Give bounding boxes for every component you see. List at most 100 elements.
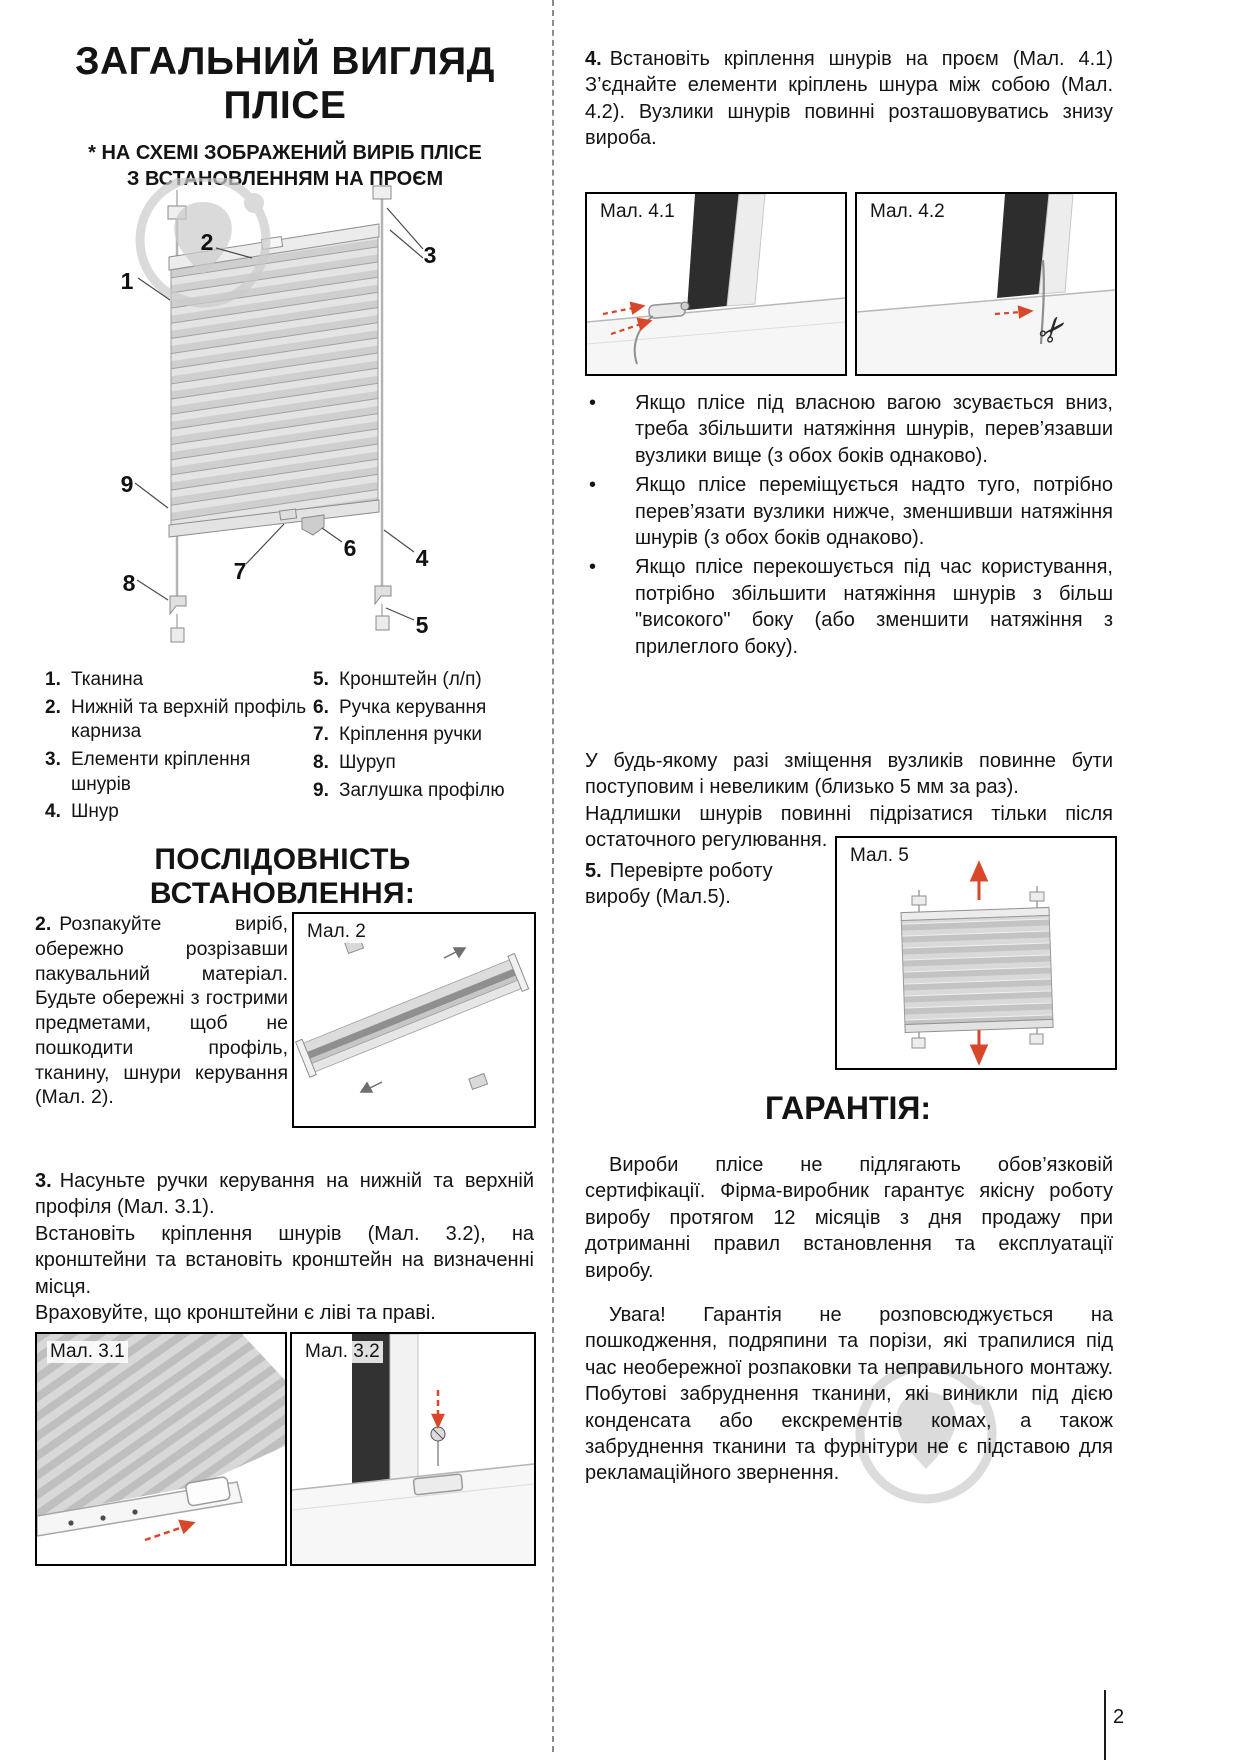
bottom-bracket-left [911, 1037, 926, 1049]
step3-paragraph: 3.Насуньте ручки керування на нижній та … [35, 1168, 534, 1326]
screw-icon [430, 1426, 446, 1466]
figure-4-1: Мал. 4.1 [585, 192, 847, 376]
figure-4-2: ✂ Мал. 4.2 [855, 192, 1117, 376]
pleated-fabric [37, 1334, 285, 1516]
pleated-fabric [170, 236, 379, 526]
bullet-marker: • [589, 474, 597, 497]
window-glass-edge [997, 194, 1049, 298]
fig5-label: Мал. 5 [847, 845, 912, 867]
note-line1: У будь-якому разі зміщення вузликів пови… [585, 750, 1113, 799]
figure-3-1: Мал. 3.1 [35, 1332, 287, 1566]
warranty-paragraph-1: Вироби плісе не підлягають обов’язковій … [585, 1154, 1113, 1282]
step3-text3: Враховуйте, що кронштейни є ліві та прав… [35, 1301, 436, 1324]
adjustment-bullet-list: • Якщо плісе під власною вагою зсуваєтьс… [585, 390, 1113, 663]
screw-icon [680, 301, 690, 311]
top-bracket-right [1029, 891, 1045, 902]
step5-paragraph: 5.Перевірте роботу виробу (Мал.5). [585, 858, 790, 911]
page-title-line1: ЗАГАЛЬНИЙ ВИГЛЯД [75, 40, 495, 83]
callout-5: 5 [416, 612, 429, 638]
step5-text: Перевірте роботу виробу (Мал.5). [585, 860, 773, 909]
callout-6: 6 [344, 535, 357, 561]
window-sill [857, 290, 1115, 374]
top-bracket-left [911, 895, 927, 906]
legend-item-3: 3. Елементи кріплення шнурів [45, 749, 251, 795]
legend-column-1: 1. Тканина 2. Нижній та верхній профіль … [45, 668, 313, 828]
watermark-ring [855, 1362, 997, 1504]
window-sill [292, 1464, 534, 1564]
callout-9: 9 [121, 471, 134, 497]
page-subtitle-line1: * НА СХЕМІ ЗОБРАЖЕНИЙ ВИРІБ ПЛІСЕ [88, 142, 482, 164]
warranty-paragraph-2: Увага! Гарантія не розповсюджується на п… [585, 1304, 1113, 1485]
warranty-heading: ГАРАНТІЯ: [764, 1090, 932, 1126]
folded-blind [294, 952, 530, 1078]
legend-item-1: 1. Тканина [45, 669, 144, 690]
fig41-illustration [587, 194, 845, 374]
fig2-label: Мал. 2 [304, 921, 369, 943]
brand-watermark-bottom [855, 1362, 997, 1504]
bottom-bracket-right [1029, 1033, 1044, 1045]
callout-1: 1 [121, 268, 134, 294]
step4-text: Встановіть кріплення шнурів на проєм (Ма… [585, 48, 1113, 150]
window-frame-face [726, 194, 766, 307]
fig2-illustration [294, 914, 534, 1126]
window-frame-dark [352, 1334, 390, 1488]
step5-number: 5. [585, 860, 602, 882]
step2-paragraph: 2.Розпакуйте виріб, обережно розрізавши … [35, 912, 288, 1110]
page-title: ЗАГАЛЬНИЙ ВИГЛЯД ПЛІСЕ [35, 40, 535, 127]
footer-rule [1104, 1690, 1106, 1760]
bullet-item-2: • Якщо плісе переміщується надто туго, п… [585, 472, 1113, 551]
fig32-label: Мал. 3.2 [302, 1341, 383, 1363]
callout-lines [134, 207, 424, 621]
control-handle [301, 514, 325, 536]
legend-item-8: 8. Шуруп [313, 752, 396, 774]
bottom-brackets [169, 585, 392, 643]
fig42-label: Мал. 4.2 [867, 201, 948, 223]
step2-text: Розпакуйте виріб, обережно розрізавши па… [35, 913, 288, 1109]
screw-arrow [431, 1390, 445, 1430]
fig32-illustration [292, 1334, 534, 1564]
fig31-label: Мал. 3.1 [47, 1341, 128, 1363]
fig31-illustration [37, 1334, 285, 1564]
brand-watermark-top [135, 178, 271, 308]
installation-sequence-heading: ПОСЛІДОВНІСТЬ ВСТАНОВЛЕННЯ: [149, 843, 416, 910]
blinds-overview-diagram: 1 2 3 4 5 6 7 8 9 [121, 178, 437, 643]
legend: 1. Тканина 2. Нижній та верхній профіль … [45, 668, 537, 828]
legend-item-6: 6. Ручка керування [313, 696, 487, 718]
watermark-dot [968, 1385, 988, 1405]
legend-item-2: 2. Нижній та верхній профіль карниза [45, 696, 307, 743]
step4-number: 4. [585, 48, 602, 70]
step3-line1: 3.Насуньте ручки керування на нижній та … [35, 1168, 534, 1221]
pointer-arrow [994, 305, 1034, 319]
pointer-arrows [602, 301, 653, 336]
callout-8: 8 [123, 570, 136, 596]
mini-blind [900, 906, 1054, 1034]
knots-note-paragraph: У будь-якому разі зміщення вузликів пови… [585, 748, 1113, 854]
callout-3: 3 [424, 242, 437, 268]
page-subtitle-line2: З ВСТАНОВЛЕННЯМ НА ПРОЄМ [126, 168, 444, 190]
legend-column-2: 5. Кронштейн (л/п) 6. Ручка керування 7.… [313, 668, 537, 828]
test-arrows [969, 860, 989, 1066]
cord-holes [68, 1509, 138, 1526]
figure-3-2: Мал. 3.2 [290, 1332, 536, 1566]
window-glass-edge [687, 194, 739, 310]
direction-arrows [359, 947, 467, 1093]
note-line2: Надлишки шнурів повинні підрізатися тіль… [585, 802, 1113, 852]
figure-2: Мал. 2 [292, 912, 536, 1128]
bullet-marker: • [589, 392, 597, 414]
watermark-emblem-icon [896, 1392, 956, 1469]
page-title-line2: ПЛІСЕ [223, 83, 347, 127]
bullet-item-1: • Якщо плісе під власною вагою зсуваєтьс… [585, 390, 1113, 469]
hanging-cord [1039, 259, 1045, 345]
handle-mount [279, 508, 298, 521]
page-number: 2 [1113, 1706, 1125, 1728]
legend-item-4: 4. Шнур [45, 801, 119, 823]
handle-bracket [185, 1476, 231, 1507]
step4-paragraph: 4.Встановіть кріплення шнурів на проєм (… [585, 46, 1113, 152]
callout-numbers: 1 2 3 4 5 6 7 8 9 [121, 229, 437, 638]
bracket [412, 1473, 464, 1496]
bullet-marker: • [589, 556, 597, 579]
step2-number: 2. [35, 913, 52, 935]
step3-text2: Встановіть кріплення шнурів (Мал. 3.2), … [35, 1222, 534, 1298]
callout-4: 4 [416, 545, 429, 571]
fig41-label: Мал. 4.1 [597, 201, 678, 223]
